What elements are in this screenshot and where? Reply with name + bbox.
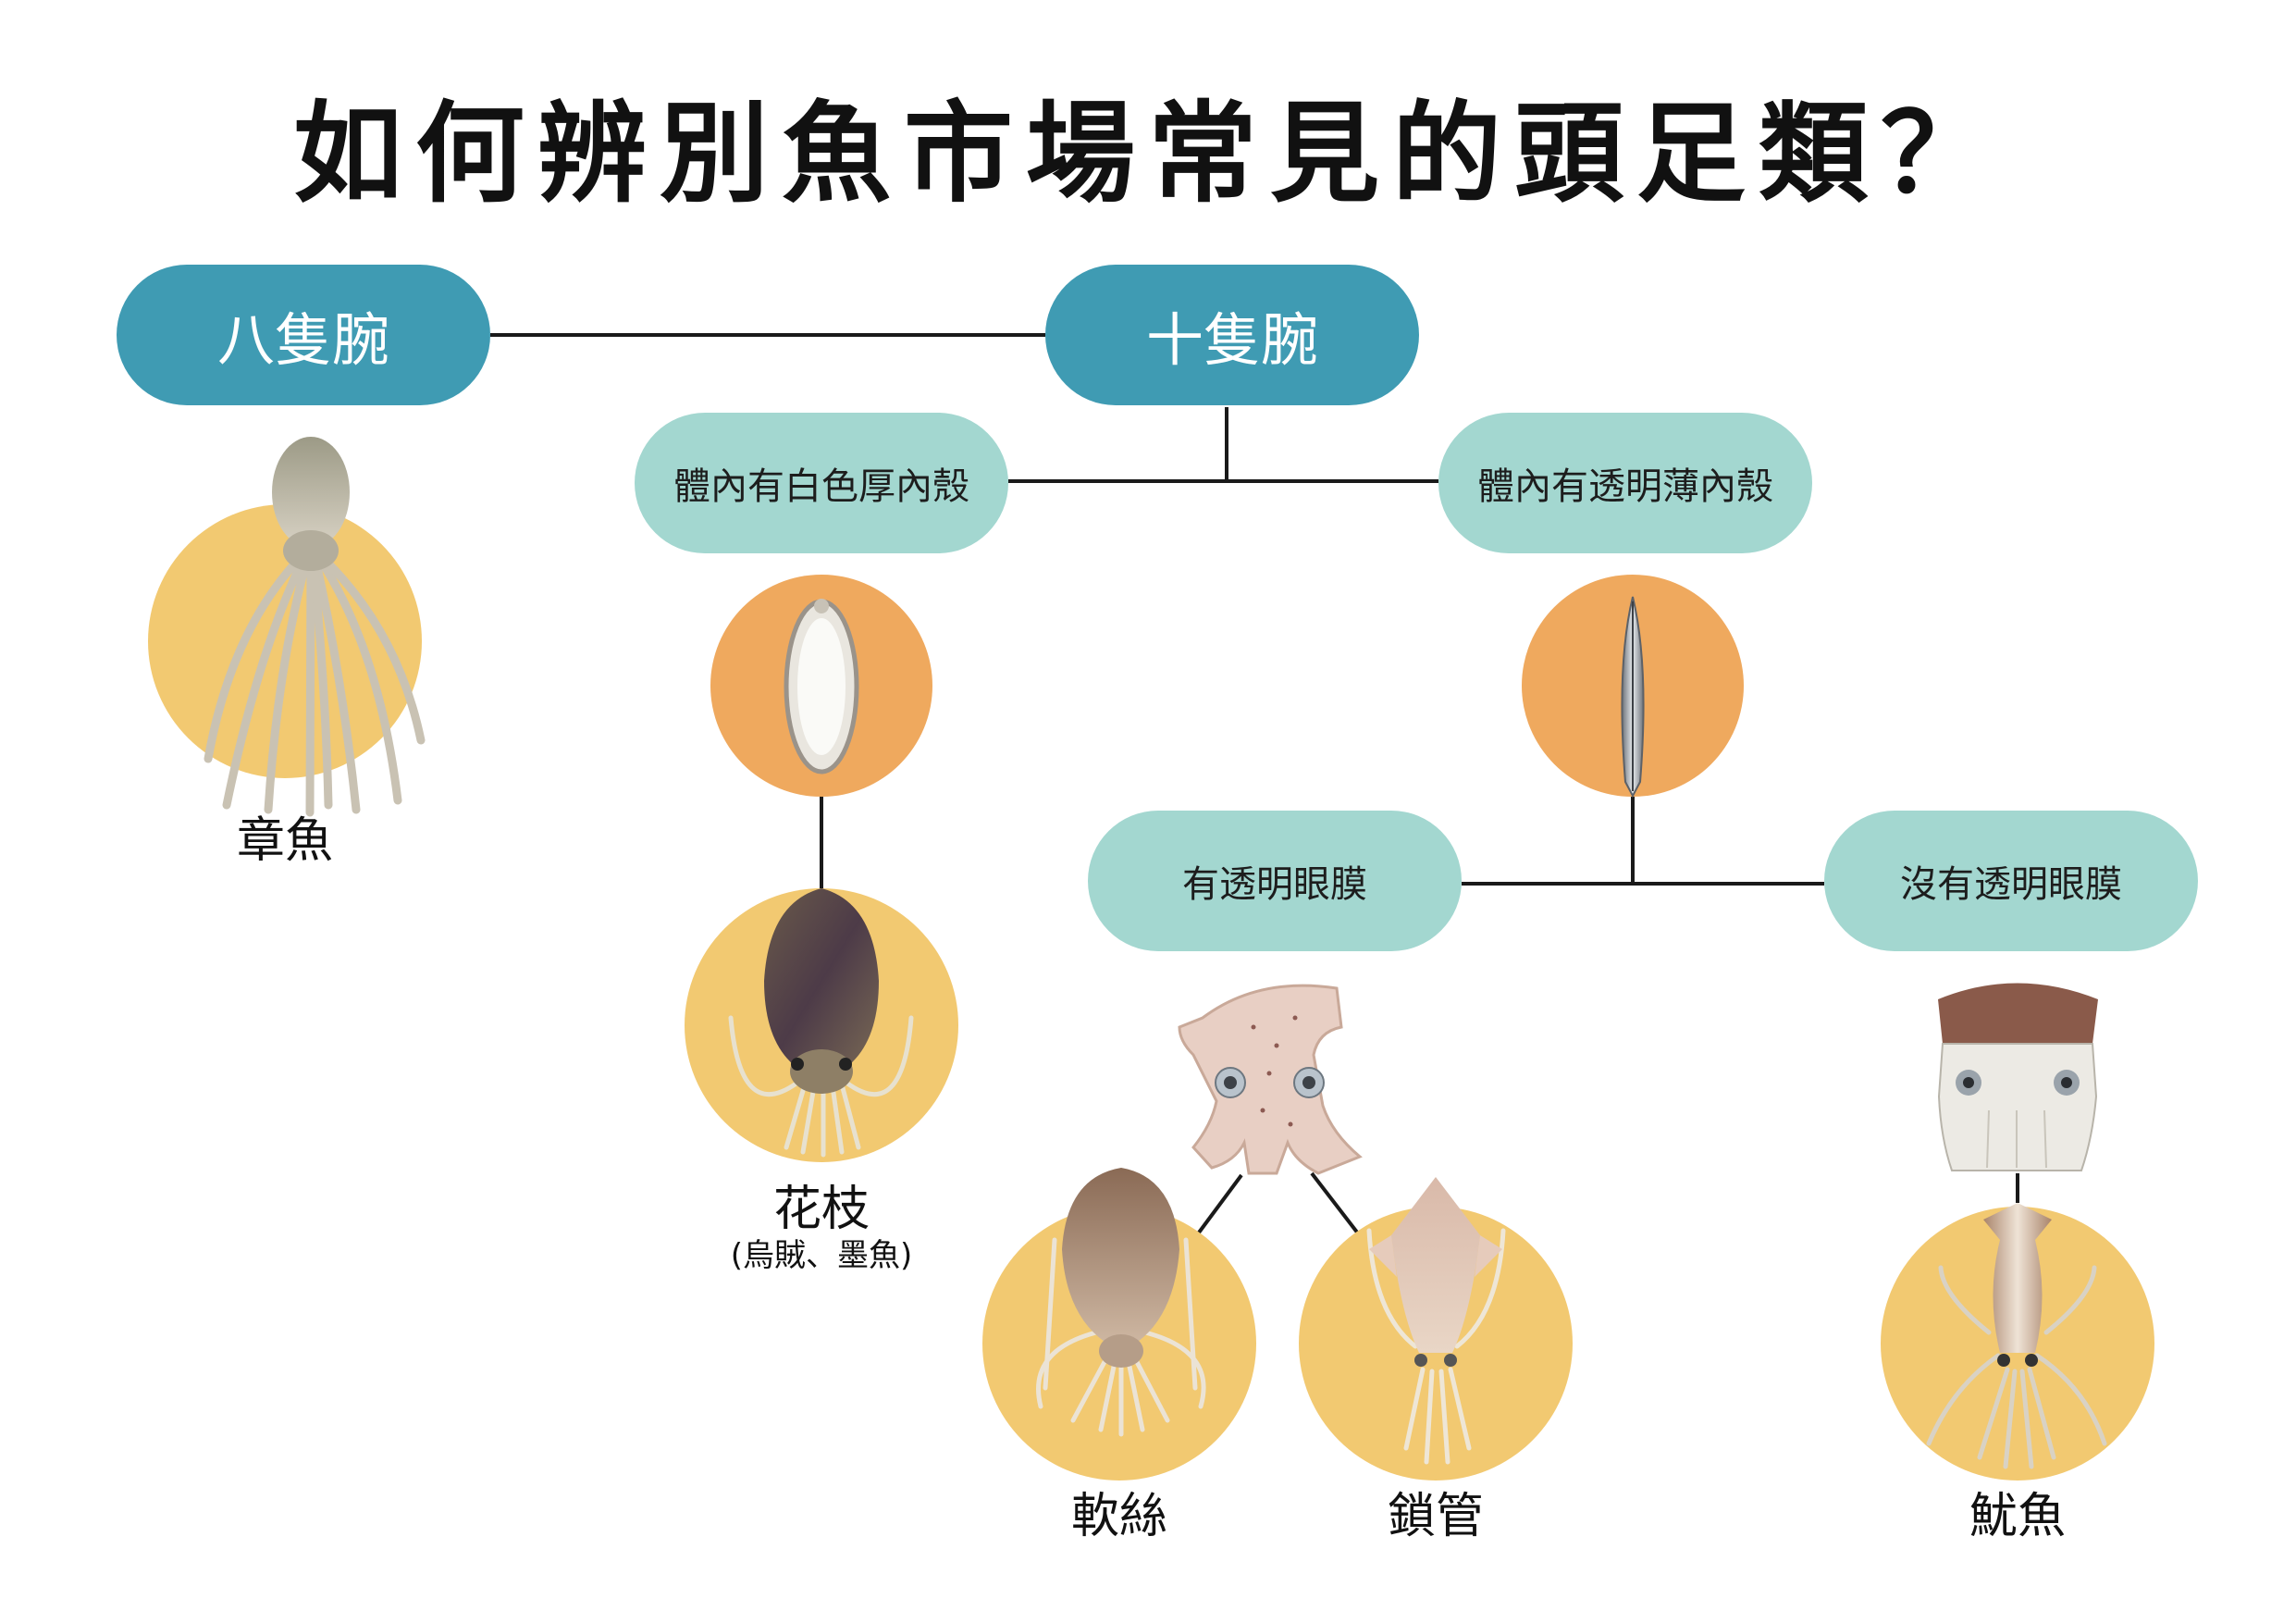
squid-head-without-membrane-illustration — [1937, 983, 2098, 1171]
label-bigfin-squid: 軟絲 — [1027, 1489, 1212, 1545]
label-cuttlefish: 花枝 (烏賊、墨魚) — [673, 1182, 969, 1274]
bigfin-squid-illustration — [1036, 1168, 1206, 1437]
squid-pen-illustration — [1621, 596, 1645, 799]
squid-head-with-membrane-illustration — [1178, 984, 1363, 1175]
label-flying-squid: 魷魚 — [1925, 1489, 2110, 1545]
node-with-eye-membrane: 有透明眼膜 — [1088, 811, 1462, 951]
connector-head-loligo — [1310, 1171, 1360, 1235]
loligo-squid-illustration — [1366, 1177, 1506, 1465]
page-title: 如何辨別魚市場常見的頭足類？ — [292, 90, 2003, 217]
label-octopus: 章魚 — [192, 813, 377, 870]
node-thick-white-shell: 體內有白色厚內殼 — [635, 413, 1008, 553]
cuttlefish-name: 花枝 — [772, 1182, 870, 1237]
flying-squid-illustration — [1926, 1203, 2107, 1469]
node-eight-arms: 八隻腕 — [117, 265, 490, 405]
node-thin-transparent-shell: 體內有透明薄內殼 — [1438, 413, 1812, 553]
connector-head-bigfin — [1197, 1173, 1243, 1234]
node-without-eye-membrane: 沒有透明眼膜 — [1824, 811, 2198, 951]
label-loligo-squid: 鎖管 — [1343, 1489, 1528, 1545]
cuttlefish-alias: (烏賊、墨魚) — [730, 1236, 913, 1274]
cuttlebone-illustration — [784, 599, 859, 774]
octopus-illustration — [204, 437, 426, 817]
bigfin-squid-name: 軟絲 — [1070, 1489, 1167, 1544]
flying-squid-name: 魷魚 — [1969, 1489, 2066, 1544]
cuttlefish-illustration — [728, 888, 914, 1158]
node-ten-arms: 十隻腕 — [1045, 265, 1419, 405]
connector-lines — [490, 333, 2019, 1235]
loligo-squid-name: 鎖管 — [1387, 1489, 1484, 1544]
octopus-name: 章魚 — [236, 813, 333, 869]
